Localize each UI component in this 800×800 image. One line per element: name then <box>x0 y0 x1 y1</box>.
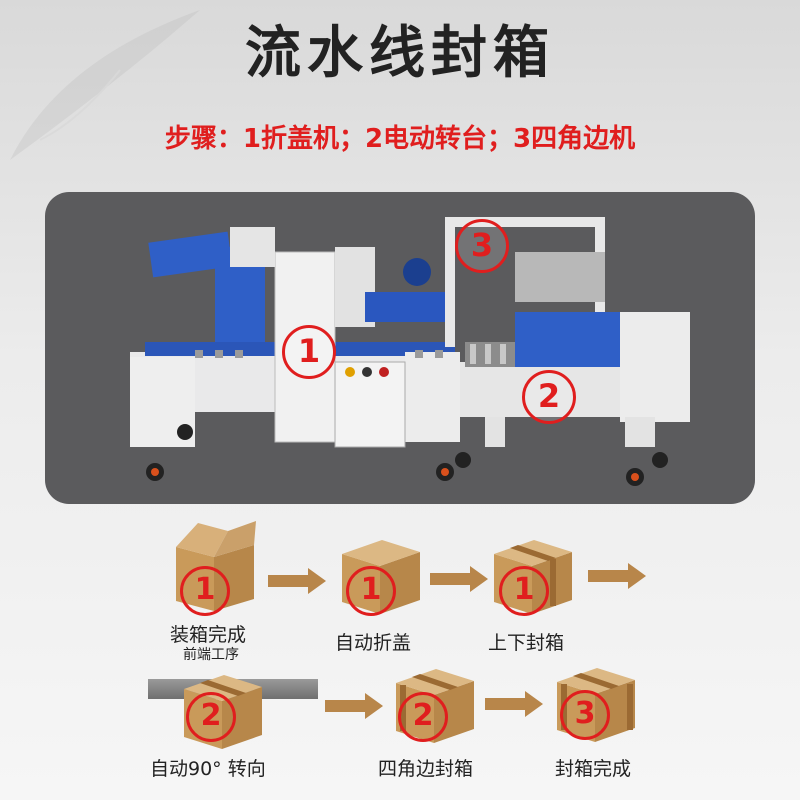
flow-label-auto-fold: 自动折盖 <box>335 632 412 654</box>
machine-panel: 1 2 3 <box>45 192 755 504</box>
arrow-right-icon <box>268 568 326 594</box>
flow-label-sealing-complete: 封箱完成 <box>555 758 632 780</box>
flow-marker-1: 1 <box>180 566 230 616</box>
flow-marker-4: 2 <box>186 692 236 742</box>
flow-label-top-bottom-seal: 上下封箱 <box>488 632 565 654</box>
packaging-line-illustration <box>130 217 690 486</box>
page-title: 流水线封箱 <box>245 21 555 86</box>
steps-subtitle: 步骤：1折盖机；2电动转台；3四角边机 <box>164 124 636 154</box>
machine-marker-3: 3 <box>455 219 509 273</box>
machine-marker-1: 1 <box>282 325 336 379</box>
machine-marker-2: 2 <box>522 370 576 424</box>
arrow-right-icon <box>485 691 543 717</box>
leaf-decoration <box>10 10 200 160</box>
arrow-right-icon <box>325 693 383 719</box>
flow-label-four-corner-seal: 四角边封箱 <box>378 758 474 780</box>
flow-marker-5: 2 <box>398 692 448 742</box>
arrow-right-icon <box>430 566 488 592</box>
flow-marker-3: 1 <box>499 566 549 616</box>
flow-sublabel-front-process: 前端工序 <box>183 647 239 663</box>
flow-marker-6: 3 <box>560 690 610 740</box>
arrow-right-icon <box>588 563 646 589</box>
flow-label-packing-complete: 装箱完成 <box>170 624 247 646</box>
flow-marker-2: 1 <box>346 566 396 616</box>
flow-label-auto-rotate: 自动90° 转向 <box>150 758 266 780</box>
